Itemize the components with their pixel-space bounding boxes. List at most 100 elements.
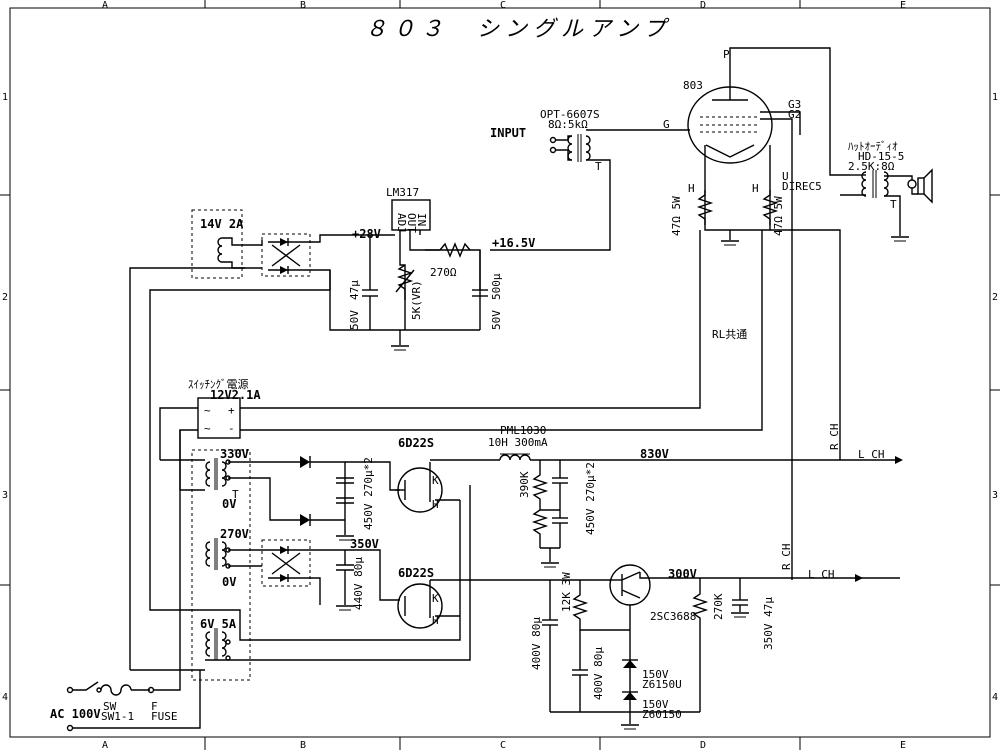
tap-330v-label: 330V (220, 447, 249, 461)
choke-name: PML1030 (500, 424, 546, 437)
rail-300v-label: 300V (668, 567, 697, 581)
zone-1-right: 1 (992, 92, 998, 103)
damper-tube-2-label: 6D22S (398, 566, 434, 580)
cap-400v-mid (572, 630, 588, 712)
zone-d-bottom: D (700, 740, 706, 750)
r-390k-top (531, 460, 549, 510)
fuse-name: FUSE (151, 710, 178, 723)
input-transformer (567, 134, 591, 162)
diode-330v-bottom (300, 514, 310, 526)
cap-350v-out (731, 578, 749, 618)
cap-830v-filter (552, 460, 568, 548)
zener-1-part: Z6150U (642, 678, 682, 691)
g2-pin-label: G2 (788, 108, 801, 121)
r-270k-value: 270K (712, 593, 725, 620)
zone-a-top: A (102, 0, 108, 11)
cap-830v-value: 450V 270μ*2 (584, 462, 597, 535)
switching-psu-label: ｽｲｯﾁﾝｸﾞ電源 (188, 377, 249, 391)
r-12k (571, 580, 630, 631)
tap-0v-label-2: 0V (222, 575, 236, 589)
rail-16v5-label: +16.5V (492, 236, 535, 250)
power-switch (73, 681, 99, 691)
direc5-label: DIREC5 (782, 180, 822, 193)
input-transformer-tap: T (595, 160, 602, 173)
tap-0v-label-1: 0V (222, 497, 236, 511)
rail-350v-label: 350V (350, 537, 379, 551)
output-transformer-tap: T (890, 198, 897, 211)
damper-tube-2-k: K (432, 592, 439, 605)
switch-part: SW1-1 (101, 710, 134, 723)
input-transformer-ratio: 8Ω:5kΩ (548, 118, 588, 131)
zone-c-bottom: C (500, 740, 506, 750)
tap-270v-label: 270V (220, 527, 249, 541)
zone-2-left: 2 (2, 292, 8, 303)
zone-e-bottom: E (900, 740, 906, 750)
cap-330v-filter (336, 477, 354, 535)
rail-300v (639, 572, 900, 579)
cap-47u-left (362, 235, 378, 330)
lm317-label: LM317 (386, 186, 419, 199)
plate-pin-label: P (723, 48, 730, 61)
cap-400v-left-value: 400V 80μ (530, 617, 543, 670)
choke-pml1030 (499, 453, 531, 461)
heater-h-label-right: H (752, 182, 759, 195)
lm317-pin-in: IN (415, 213, 428, 226)
power-transformer-box (191, 449, 251, 681)
heater-resistor-left (696, 190, 714, 225)
zener-1 (622, 659, 638, 668)
bridge-diodes-14v (268, 238, 304, 274)
rch-label-2: R CH (780, 544, 793, 571)
output-transformer-maker: ﾊｯﾄｵｰﾃﾞｨｵ (848, 140, 898, 153)
lm317-pin-out: OUT (405, 213, 418, 233)
fuse-icon (100, 684, 132, 696)
bridge-rectifier-270v (261, 539, 311, 587)
psu-ac-2: ~ (204, 422, 211, 435)
damper-tube-2 (397, 580, 460, 629)
u-label: U (782, 170, 789, 183)
switching-psu (197, 397, 241, 439)
cap-47u-left-value: 47μ (348, 280, 361, 300)
input-transformer-name: OPT-6607S (540, 108, 600, 121)
tap-6v-label: 6V 5A (200, 617, 237, 631)
zone-1-left: 1 (2, 92, 8, 103)
choke-rating: 10H 300mA (488, 436, 548, 449)
zone-2-right: 2 (992, 292, 998, 303)
r-270k (691, 578, 709, 712)
plate-wire (729, 47, 850, 176)
output-transformer-ratio: 2.5K:8Ω (848, 160, 895, 173)
cap-400v-left (542, 580, 558, 712)
cap-330v-value: 450V 270μ*2 (362, 457, 375, 530)
tap-t-label: T (232, 488, 239, 501)
psu-plus: + (228, 404, 235, 417)
cap-270v-value: 440V 80μ (352, 557, 365, 610)
bridge-diodes-270v (268, 546, 304, 582)
damper-tube-1-h: H (432, 498, 439, 511)
fuse-label: F (151, 700, 158, 713)
rch-rail-top (770, 229, 841, 460)
speaker-icon (917, 168, 933, 204)
zone-d-top: D (700, 0, 706, 11)
transistor-2sc3688 (609, 564, 651, 606)
zener-1-value: 150V (642, 668, 669, 681)
trans-14v-box (191, 209, 243, 279)
g3-pin-label: G3 (788, 98, 801, 111)
zone-4-right: 4 (992, 692, 998, 703)
diode-330v-top (300, 456, 310, 468)
zone-b-bottom: B (300, 740, 306, 750)
zone-a-bottom: A (102, 740, 108, 750)
heater-resistor-left-value: 47Ω 5W (670, 196, 683, 236)
trans-14v-label: 14V 2A (200, 217, 244, 231)
power-transformer-coils (205, 458, 227, 660)
damper-tube-1-k: K (432, 474, 439, 487)
damper-tube-1 (395, 462, 460, 513)
cap-350v-out-value: 350V 47μ (762, 597, 775, 650)
cap-400v-mid-value: 400V 80μ (592, 647, 605, 700)
damper-tube-1-label: 6D22S (398, 436, 434, 450)
zone-c-top: C (500, 0, 506, 11)
page-title: ８０３ シングルアンプ (365, 17, 671, 42)
heater-resistor-right (761, 190, 779, 225)
rail-830v-label: 830V (640, 447, 669, 461)
r-390k-value: 390K (518, 471, 531, 498)
zone-3-left: 3 (2, 490, 8, 501)
